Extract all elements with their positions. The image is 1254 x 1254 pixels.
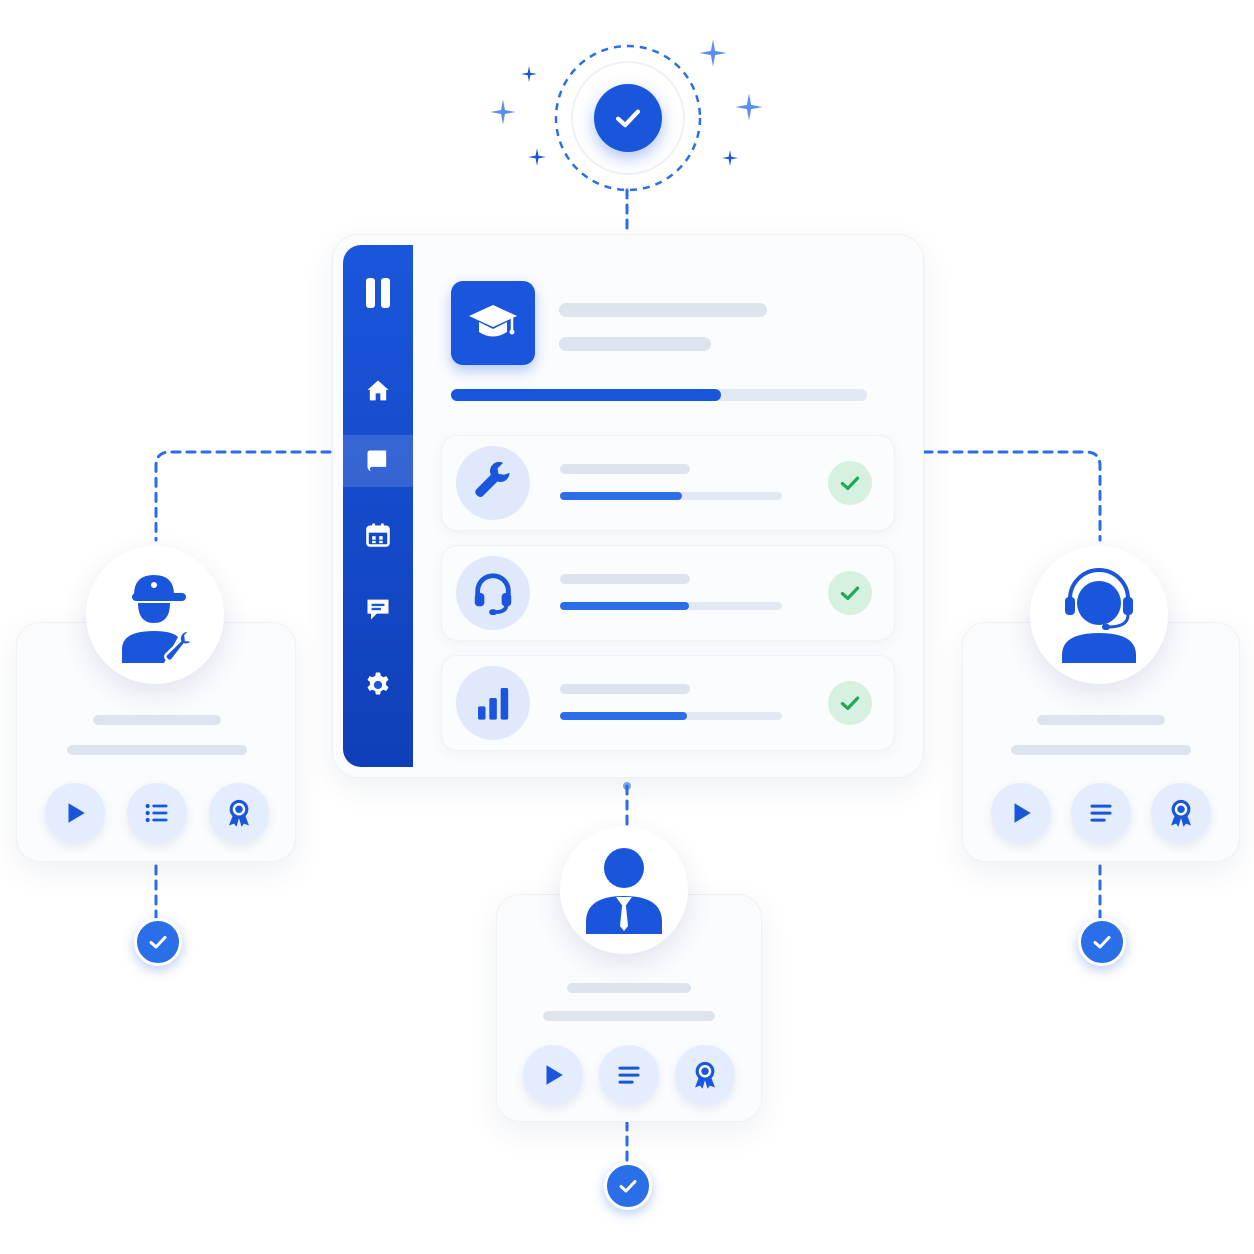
- module-progress-fill: [560, 492, 683, 500]
- play-button[interactable]: [991, 783, 1051, 843]
- list-icon: [618, 1066, 640, 1084]
- home-icon: [367, 380, 389, 401]
- bar-chart-icon: [478, 688, 509, 720]
- role-subtitle-placeholder: [67, 745, 247, 755]
- role-title-placeholder: [567, 983, 691, 993]
- module-title-placeholder: [560, 464, 690, 474]
- check-icon: [149, 936, 167, 949]
- list-button[interactable]: [599, 1045, 659, 1105]
- sparkle-icon: [735, 93, 763, 121]
- list-button[interactable]: [1071, 783, 1131, 843]
- sidebar: [343, 245, 413, 767]
- technician-avatar: [86, 546, 224, 684]
- course-subtitle-placeholder: [559, 337, 711, 351]
- support-avatar: [1030, 546, 1168, 684]
- sidebar-item-settings[interactable]: [343, 659, 413, 711]
- module-complete-badge: [828, 681, 872, 725]
- manager-avatar: [560, 826, 688, 954]
- sparkle-icon: [722, 150, 738, 166]
- course-progress-fill: [451, 389, 722, 401]
- sidebar-item-calendar[interactable]: [343, 509, 413, 561]
- sidebar-item-home[interactable]: [343, 365, 413, 417]
- module-row[interactable]: [441, 655, 895, 751]
- award-icon: [695, 1061, 715, 1089]
- check-circle-icon: [594, 84, 662, 152]
- role-subtitle-placeholder: [543, 1011, 715, 1021]
- support-complete-badge: [1078, 918, 1126, 966]
- technician-icon: [122, 575, 196, 663]
- sidebar-logo[interactable]: [343, 267, 413, 319]
- technician-complete-badge: [134, 918, 182, 966]
- headset-icon: [474, 573, 512, 616]
- module-progress-track: [560, 712, 782, 720]
- module-icon: [456, 556, 530, 630]
- course-title-placeholder: [559, 303, 767, 317]
- sidebar-item-messages[interactable]: [343, 583, 413, 635]
- role-subtitle-placeholder: [1011, 745, 1191, 755]
- play-button[interactable]: [523, 1045, 583, 1105]
- pause-logo-icon: [366, 278, 390, 308]
- check-icon: [619, 1180, 637, 1193]
- play-icon: [546, 1065, 563, 1085]
- module-row[interactable]: [441, 435, 895, 531]
- calendar-icon: [366, 523, 390, 547]
- main-window: [332, 234, 924, 778]
- award-button[interactable]: [209, 783, 269, 843]
- award-button[interactable]: [1151, 783, 1211, 843]
- check-icon: [840, 586, 860, 601]
- module-title-placeholder: [560, 574, 690, 584]
- chat-icon: [367, 599, 389, 620]
- list-icon: [1090, 804, 1112, 822]
- course-icon-tile[interactable]: [451, 281, 535, 365]
- module-title-placeholder: [560, 684, 690, 694]
- sparkle-icon: [528, 148, 546, 166]
- top-badge: [548, 40, 708, 200]
- play-icon: [68, 803, 85, 823]
- sparkle-icon: [490, 99, 516, 125]
- role-title-placeholder: [93, 715, 221, 725]
- wrench-icon: [475, 461, 510, 498]
- play-button[interactable]: [45, 783, 105, 843]
- award-button[interactable]: [675, 1045, 735, 1105]
- manager-complete-badge: [604, 1162, 652, 1210]
- role-title-placeholder: [1037, 715, 1165, 725]
- list-icon: [145, 803, 168, 823]
- play-icon: [1014, 803, 1031, 823]
- module-icon: [456, 666, 530, 740]
- check-icon: [840, 696, 860, 711]
- module-icon: [456, 446, 530, 520]
- support-agent-icon: [1062, 568, 1136, 663]
- module-row[interactable]: [441, 545, 895, 641]
- module-progress-fill: [560, 712, 687, 720]
- award-icon: [1171, 799, 1191, 827]
- book-icon: [367, 450, 387, 472]
- graduation-cap-icon: [469, 305, 517, 337]
- module-progress-fill: [560, 602, 689, 610]
- module-progress-track: [560, 492, 782, 500]
- list-button[interactable]: [127, 783, 187, 843]
- sidebar-item-library[interactable]: [343, 435, 413, 487]
- module-progress-track: [560, 602, 782, 610]
- award-icon: [229, 799, 249, 827]
- sparkle-icon: [699, 39, 727, 67]
- course-progress-track: [451, 389, 867, 401]
- module-complete-badge: [828, 461, 872, 505]
- module-complete-badge: [828, 571, 872, 615]
- check-icon: [1093, 936, 1111, 949]
- check-icon: [840, 476, 860, 491]
- gear-icon: [367, 672, 389, 695]
- business-person-icon: [586, 848, 662, 934]
- sparkle-icon: [521, 66, 537, 82]
